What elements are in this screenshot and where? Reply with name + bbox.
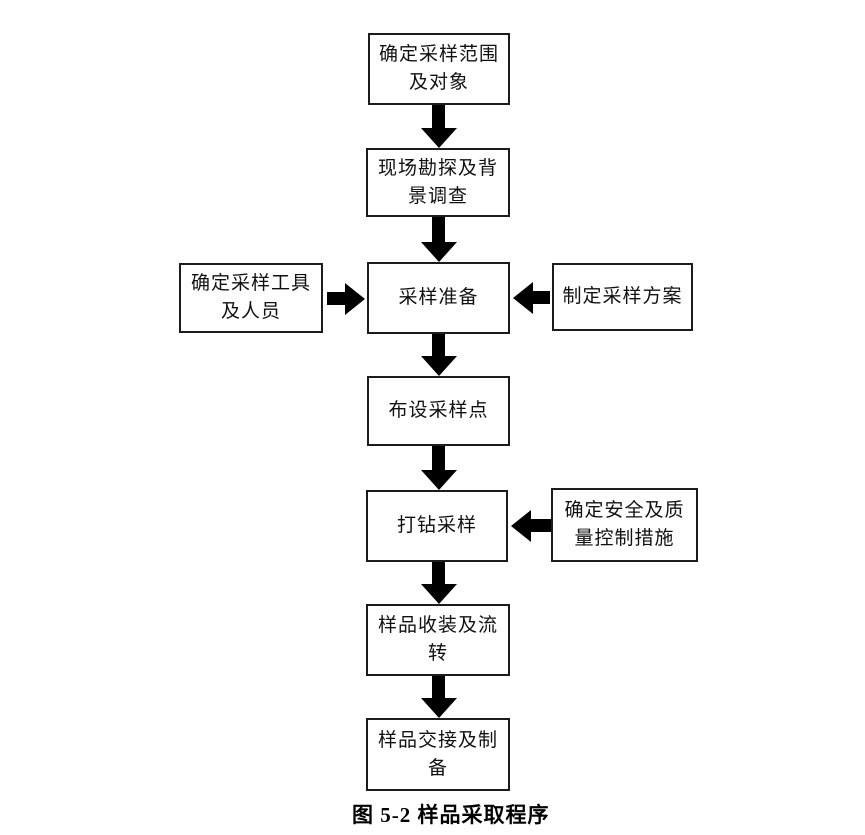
arrow-head bbox=[420, 356, 457, 376]
arrow-down-icon bbox=[420, 562, 457, 604]
node-sample-packing: 样品收装及流 转 bbox=[366, 604, 510, 676]
arrow-head bbox=[420, 242, 457, 262]
arrow-down-icon bbox=[420, 676, 457, 718]
arrow-stem bbox=[533, 291, 550, 304]
figure-caption: 图 5-2 样品采取程序 bbox=[352, 803, 550, 827]
node-drill-sampling-label: 打钻采样 bbox=[396, 515, 477, 536]
arrow-head bbox=[345, 282, 365, 315]
arrow-left-icon bbox=[511, 509, 552, 542]
arrow-head bbox=[513, 281, 533, 314]
arrow-stem bbox=[432, 105, 445, 128]
node-layout-points: 布设采样点 bbox=[367, 376, 510, 446]
arrow-down-icon bbox=[420, 217, 457, 262]
node-determine-tools-label: 确定采样工具 及人员 bbox=[190, 273, 311, 322]
arrow-head bbox=[420, 470, 457, 490]
arrow-stem bbox=[432, 676, 445, 698]
node-drill-sampling: 打钻采样 bbox=[366, 490, 508, 562]
arrow-right-icon bbox=[327, 282, 365, 315]
arrow-stem bbox=[432, 562, 445, 584]
node-determine-scope: 确定采样范围 及对象 bbox=[368, 33, 510, 105]
arrow-stem bbox=[531, 519, 552, 532]
node-sampling-plan: 制定采样方案 bbox=[552, 263, 693, 331]
arrow-head bbox=[420, 698, 457, 718]
node-layout-points-label: 布设采样点 bbox=[388, 400, 489, 421]
arrow-down-icon bbox=[420, 446, 457, 490]
node-sample-packing-label: 样品收装及流 转 bbox=[377, 615, 498, 664]
node-sampling-prep: 采样准备 bbox=[367, 262, 510, 334]
node-site-survey: 现场勘探及背 景调查 bbox=[366, 148, 510, 217]
arrow-left-icon bbox=[513, 281, 550, 314]
node-safety-quality: 确定安全及质 量控制措施 bbox=[551, 488, 698, 562]
node-sampling-plan-label: 制定采样方案 bbox=[562, 286, 683, 307]
arrow-head bbox=[420, 584, 457, 604]
node-sample-handover: 样品交接及制 备 bbox=[366, 718, 510, 791]
arrow-head bbox=[420, 128, 457, 148]
arrow-stem bbox=[432, 334, 445, 356]
arrow-stem bbox=[432, 446, 445, 470]
arrow-stem bbox=[432, 217, 445, 242]
arrow-down-icon bbox=[420, 334, 457, 376]
node-sample-handover-label: 样品交接及制 备 bbox=[377, 729, 498, 779]
arrow-down-icon bbox=[420, 105, 457, 148]
node-sampling-prep-label: 采样准备 bbox=[398, 287, 479, 308]
node-safety-quality-label: 确定安全及质 量控制措施 bbox=[564, 500, 685, 549]
arrow-head bbox=[511, 509, 531, 542]
node-determine-tools: 确定采样工具 及人员 bbox=[179, 263, 323, 333]
node-site-survey-label: 现场勘探及背 景调查 bbox=[377, 157, 498, 207]
node-determine-scope-label: 确定采样范围 及对象 bbox=[378, 44, 499, 93]
arrow-stem bbox=[327, 292, 345, 305]
